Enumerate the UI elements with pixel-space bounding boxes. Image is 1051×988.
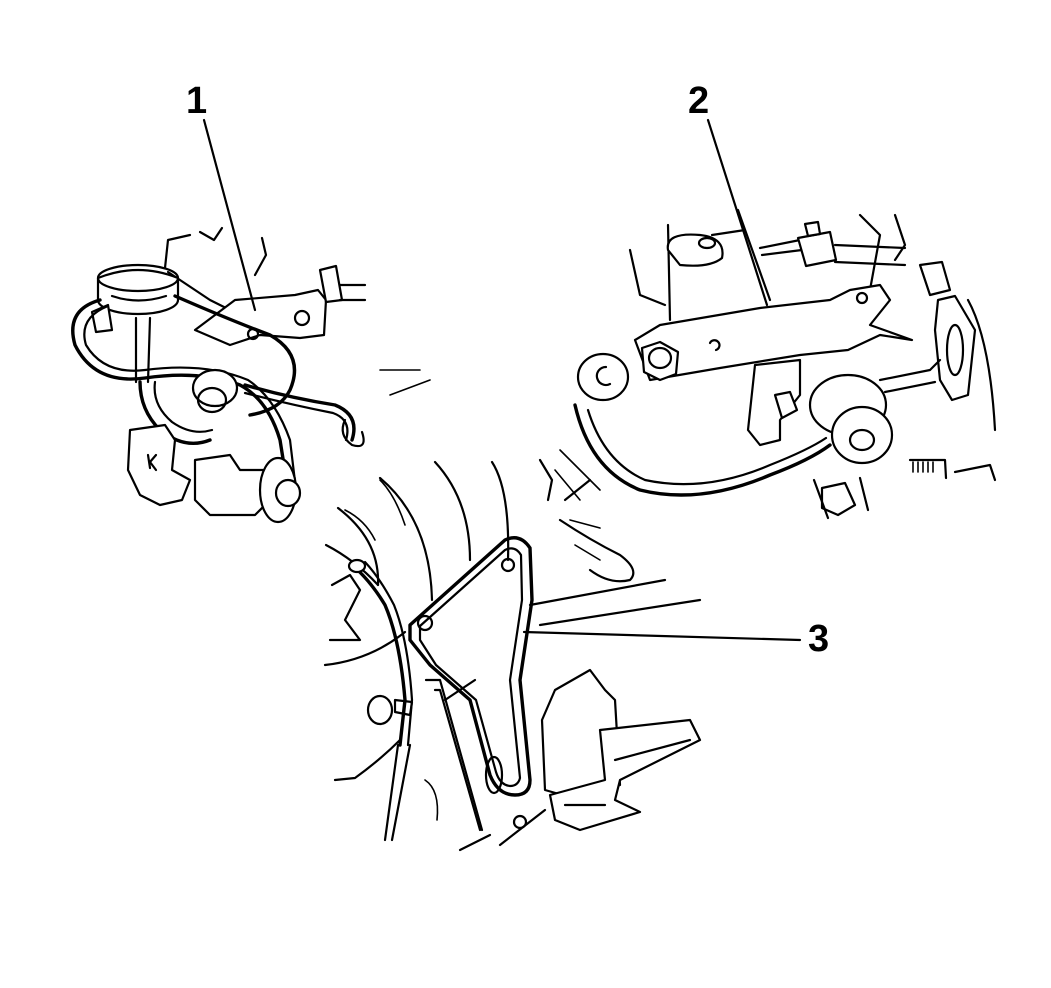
assembly-3-illustration [323, 458, 702, 852]
callout-1-leader [202, 118, 257, 312]
callout-2-leader [706, 118, 769, 307]
callout-2-label: 2 [688, 80, 710, 122]
callout-1-label: 1 [186, 80, 208, 122]
assembly-1-illustration [71, 226, 431, 541]
callout-3-leader [522, 630, 802, 642]
callout-3-label: 3 [808, 618, 830, 660]
assembly-2-illustration [554, 208, 997, 520]
